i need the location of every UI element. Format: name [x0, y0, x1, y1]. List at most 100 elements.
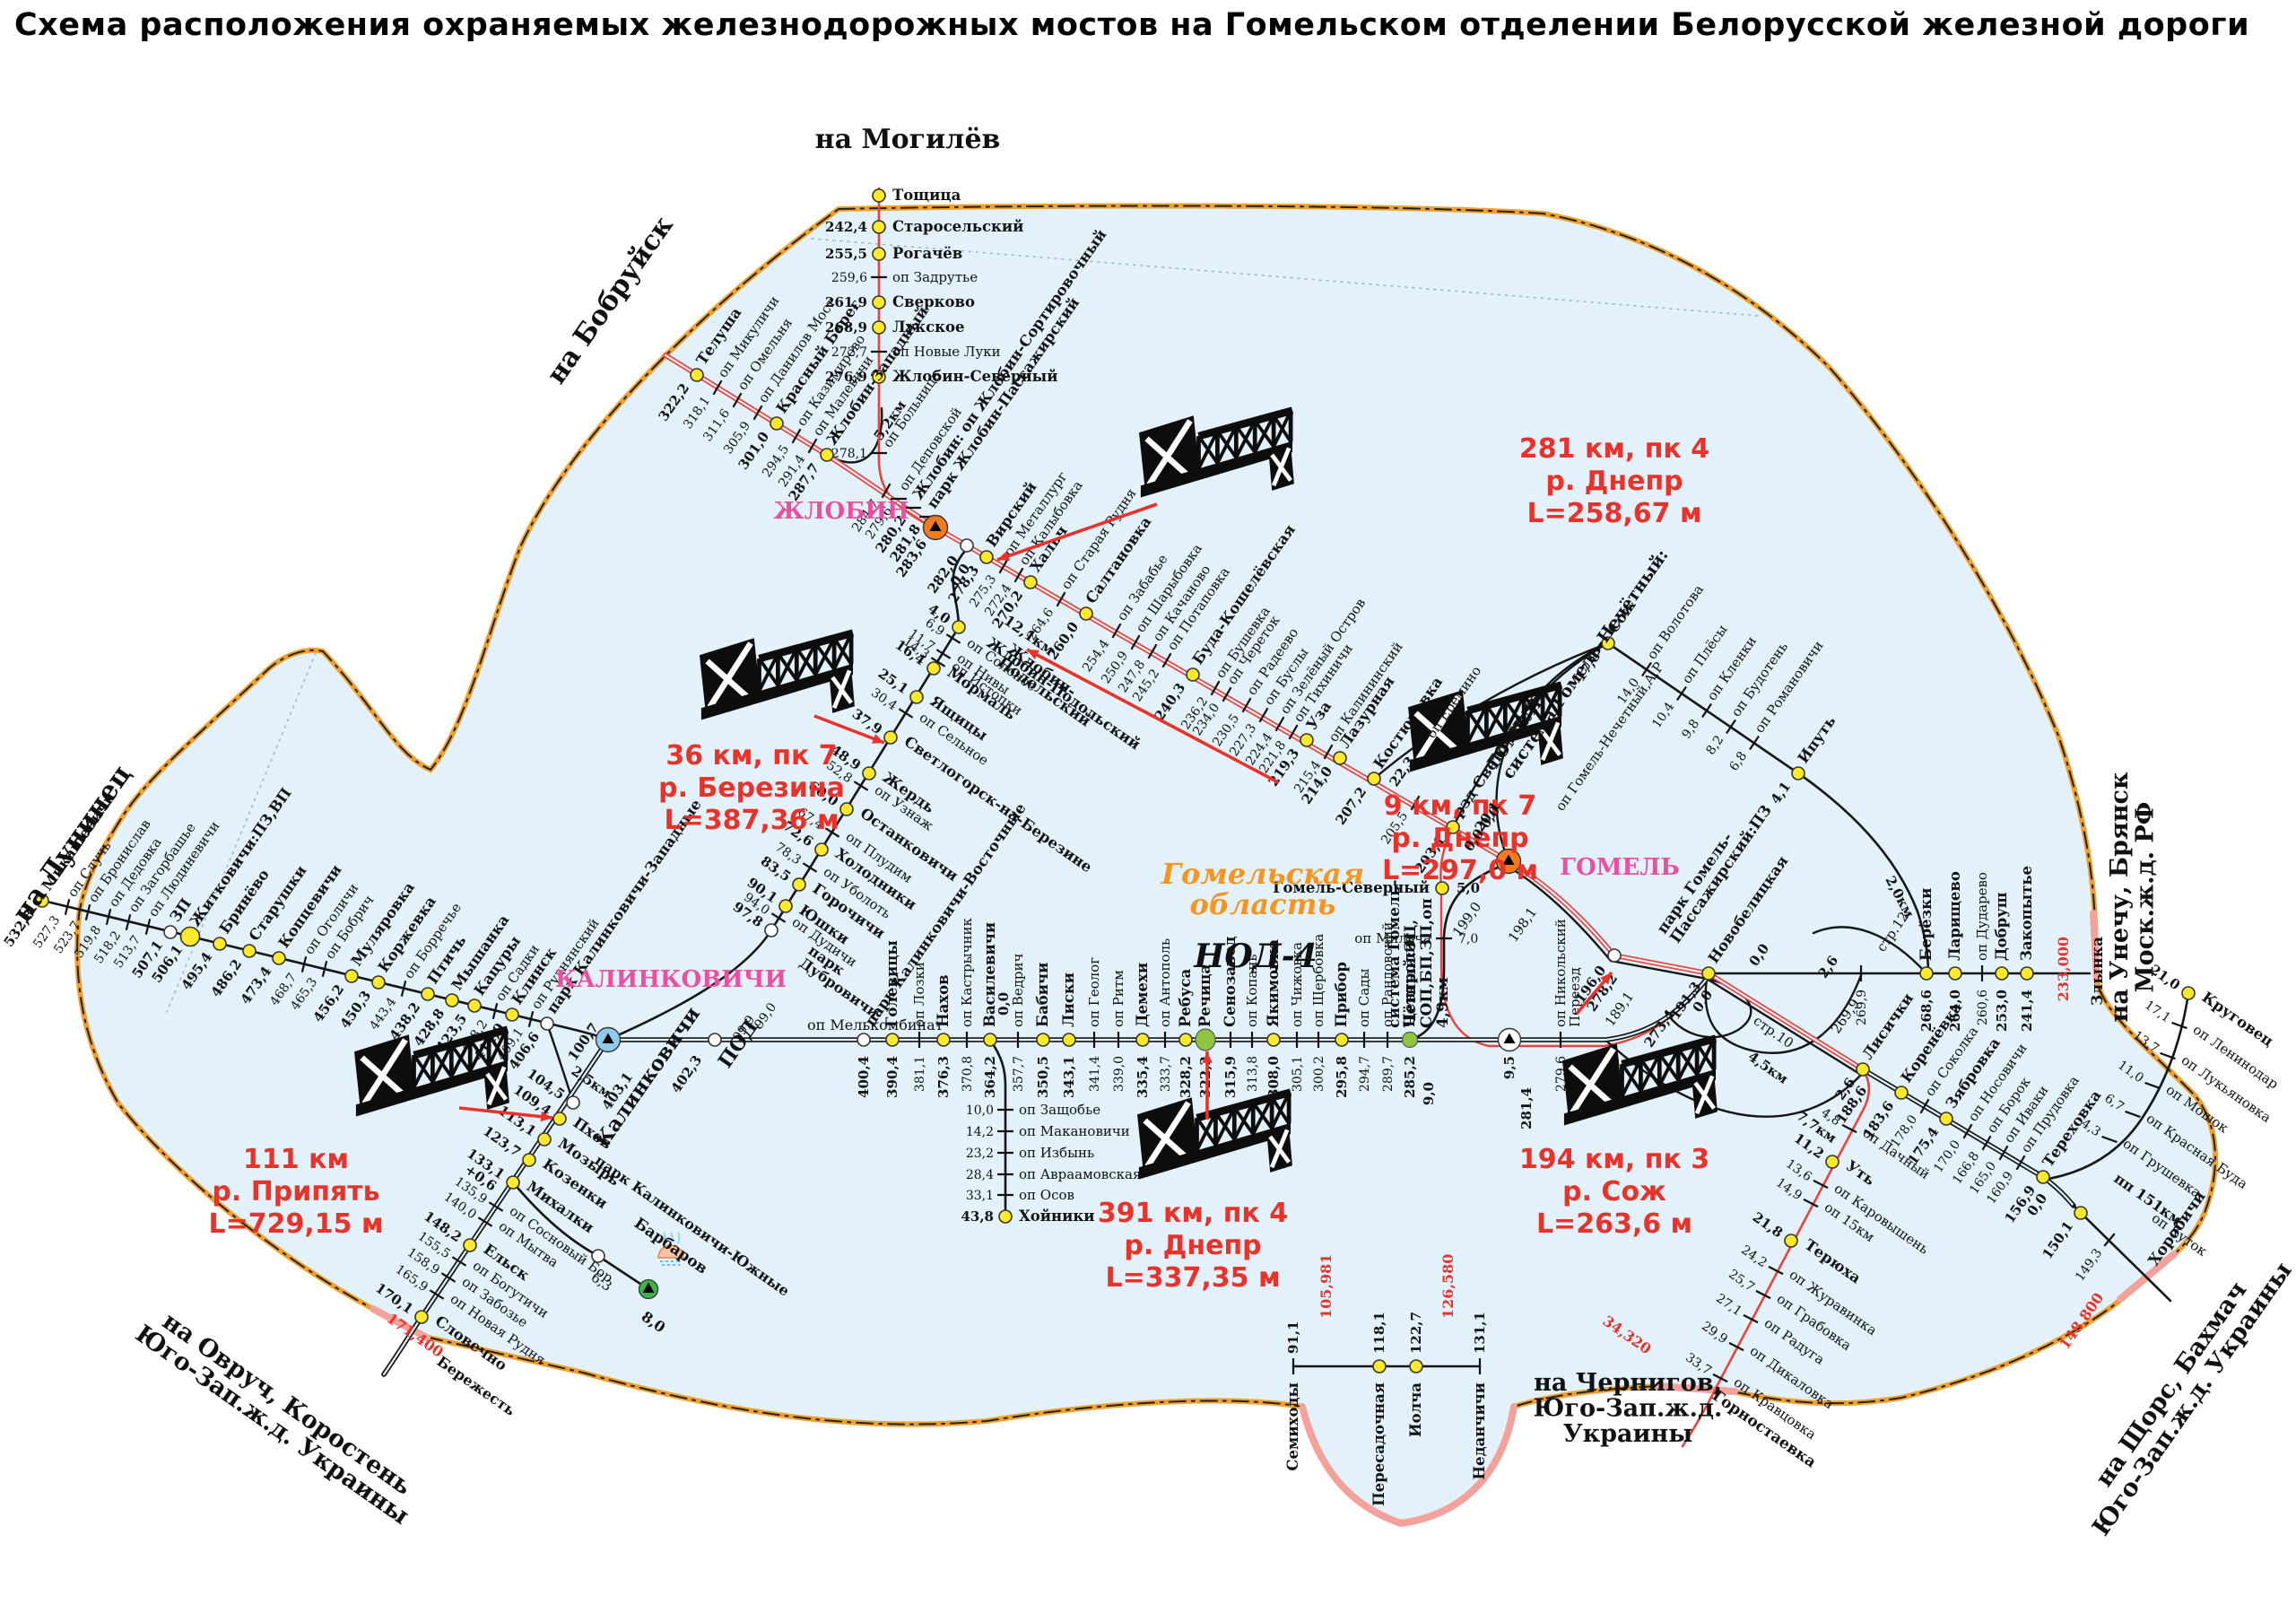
label: Прибор [1333, 962, 1350, 1027]
label: оп Мелькомбинат [807, 1016, 944, 1033]
label: Ларищево [1946, 871, 1963, 961]
label: 23,2 [966, 1147, 994, 1161]
svg-text:р. Сож: р. Сож [1562, 1176, 1666, 1208]
label: Голевицы [883, 940, 900, 1027]
station-Прибор [1335, 1033, 1349, 1047]
label: р. Днепр [1391, 823, 1528, 854]
label: 7,0 [1458, 932, 1478, 946]
label: Лиски [1060, 972, 1077, 1027]
label: оп Антополь [1157, 938, 1173, 1027]
label: 295,8 [1334, 1056, 1350, 1098]
svg-text:оп Ведрич: оп Ведрич [1010, 953, 1026, 1027]
label: на Унечу, БрянскМоск.ж.д. РФ [2106, 772, 2160, 1022]
svg-text:оп Геолог: оп Геолог [1086, 957, 1102, 1027]
station-Салтановка [1079, 606, 1093, 621]
station-150,1 [2074, 1206, 2088, 1220]
svg-text:Берёзки: Берёзки [1918, 888, 1935, 961]
svg-text:Неданчичи: Неданчичи [1471, 1382, 1488, 1479]
svg-text:364,2: 364,2 [982, 1056, 998, 1098]
label: р. Сож [1562, 1176, 1666, 1208]
station-402,3 [708, 1033, 722, 1047]
svg-text:233,000: 233,000 [2055, 937, 2072, 1001]
station-Жлобин-Северный [872, 370, 886, 384]
station-оп Бобрич [321, 961, 328, 977]
svg-text:5,0: 5,0 [1457, 880, 1480, 896]
station-оп Носовичи [1962, 1123, 1973, 1139]
label: НОД-4 [1193, 937, 1317, 975]
svg-text:272,7: 272,7 [831, 345, 867, 360]
region-border [74, 203, 2219, 1528]
station-104,5 [566, 1095, 580, 1110]
svg-text:оп Задрутье: оп Задрутье [892, 269, 978, 285]
railway-lines [34, 187, 2190, 1448]
label: оп Дударево [1974, 872, 1990, 961]
rail-line-sozh [1606, 641, 1930, 975]
label: оп Защобье [1019, 1102, 1100, 1118]
svg-text:194 км, пк 3: 194 км, пк 3 [1519, 1144, 1709, 1175]
label: оп Ведрич [1010, 953, 1026, 1027]
label: 9,5 [1501, 1056, 1518, 1079]
station-оп Кравцовка [1712, 1373, 1728, 1383]
svg-text:91,1: 91,1 [1285, 1321, 1301, 1354]
label: Закопытье [2018, 866, 2035, 961]
svg-text:Якимовка: Якимовка [1265, 939, 1282, 1027]
station-Клинск [505, 1007, 519, 1022]
station-Пхов [552, 1112, 567, 1126]
label: 131,1 [1472, 1312, 1488, 1354]
svg-text:Гомель-Северный: Гомель-Северный [1273, 879, 1430, 896]
svg-text:L=337,35 м: L=337,35 м [1106, 1262, 1281, 1294]
svg-text:300,2: 300,2 [1312, 1056, 1326, 1092]
svg-text:Сенозавод: Сенозавод [1222, 937, 1239, 1027]
label: L=729,15 м [209, 1208, 384, 1240]
label: 9,0 [1421, 1082, 1437, 1105]
svg-text:276,9: 276,9 [825, 369, 867, 385]
svg-text:391 км, пк 4: 391 км, пк 4 [1098, 1198, 1288, 1229]
label: оп Геолог [1086, 957, 1102, 1027]
station-Муляровка [344, 969, 359, 983]
svg-text:Прибор: Прибор [1333, 962, 1350, 1027]
label: р. Днепр [1124, 1230, 1261, 1261]
station-Мозырь [537, 1132, 552, 1147]
station-оп Металлург [998, 558, 1009, 574]
station-otri [1495, 848, 1522, 875]
svg-text:Лиски: Лиски [1060, 972, 1077, 1027]
svg-text:оп Макановичи: оп Макановичи [1019, 1123, 1130, 1139]
station-оп Мошок [2144, 1081, 2161, 1090]
svg-text:36 км, пк 7: 36 км, пк 7 [665, 740, 837, 772]
station-Рогачёв [872, 247, 886, 261]
svg-text:253,0: 253,0 [1994, 990, 2010, 1032]
station-оп Забозье [440, 1272, 457, 1283]
station-Лукское [872, 320, 886, 335]
station-Голевицы [885, 1033, 900, 1047]
svg-text:оп Дударево: оп Дударево [1974, 872, 1990, 961]
label: оп Рандовский [1379, 922, 1396, 1027]
station-оп Плёсы [1676, 685, 1687, 702]
rail-line-svetlogorsk [606, 547, 969, 1042]
curve-str12-curve [1812, 926, 1928, 975]
label: 308,0 [1265, 1056, 1282, 1098]
station-оп 15км [1803, 1198, 1819, 1208]
svg-text:Пересадочная: Пересадочная [1370, 1382, 1387, 1506]
station-оп Грушевка [2101, 1135, 2118, 1144]
station-оп Тихиничи [1288, 724, 1299, 740]
bridge-icon [1137, 1088, 1292, 1180]
label: оп НикольскийПереезд [1552, 919, 1583, 1027]
station-оп Ленинодар [2171, 1021, 2187, 1030]
curve-loop-45 [1704, 973, 1863, 1054]
station-Якимовка [1266, 1033, 1281, 1047]
label: Демехи [1134, 963, 1151, 1027]
station-оп Казимирово [791, 428, 802, 444]
station-оп Качаново [1147, 643, 1158, 659]
station-оп Мытва [477, 1216, 493, 1227]
station-Бринёво [213, 937, 227, 951]
rail-line-gomel-sev [1408, 861, 1510, 1042]
station-Светлогорск-на-Березине [883, 730, 898, 745]
station-white [591, 1249, 605, 1263]
bridge-arrow [813, 714, 885, 745]
svg-text:оп Ритм: оп Ритм [1110, 970, 1126, 1027]
station-Лазурная [1333, 751, 1347, 765]
label: на Овруч, КоростеньЮго-Зап.ж.д. Украины [130, 1307, 416, 1530]
label: 233,000 [2055, 937, 2072, 1001]
label: 341,4 [1088, 1056, 1102, 1092]
